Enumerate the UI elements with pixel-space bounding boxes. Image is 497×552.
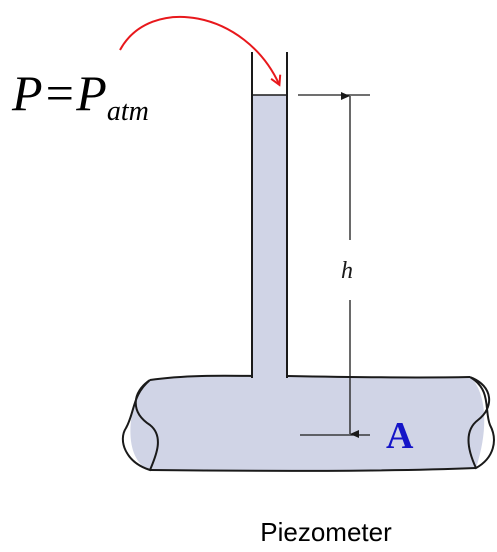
height-dimension — [298, 92, 370, 438]
pressure-label-subscript: atm — [107, 96, 149, 127]
pipe-fluid — [130, 375, 485, 471]
atmospheric-pressure-arrow — [119, 16, 279, 84]
pressure-label: P=Patm — [11, 65, 149, 127]
diagram-caption: Piezometer — [260, 517, 392, 547]
pipe-left-break — [121, 379, 159, 472]
point-a-label: A — [386, 415, 414, 457]
pipe-bottom-edge — [149, 467, 477, 472]
height-label: h — [341, 258, 353, 284]
pipe — [121, 374, 495, 472]
pressure-label-main: P=P — [11, 65, 107, 121]
piezometer-tube — [251, 52, 288, 379]
tube-fluid-column — [252, 95, 287, 379]
pipe-right-break — [467, 376, 495, 470]
